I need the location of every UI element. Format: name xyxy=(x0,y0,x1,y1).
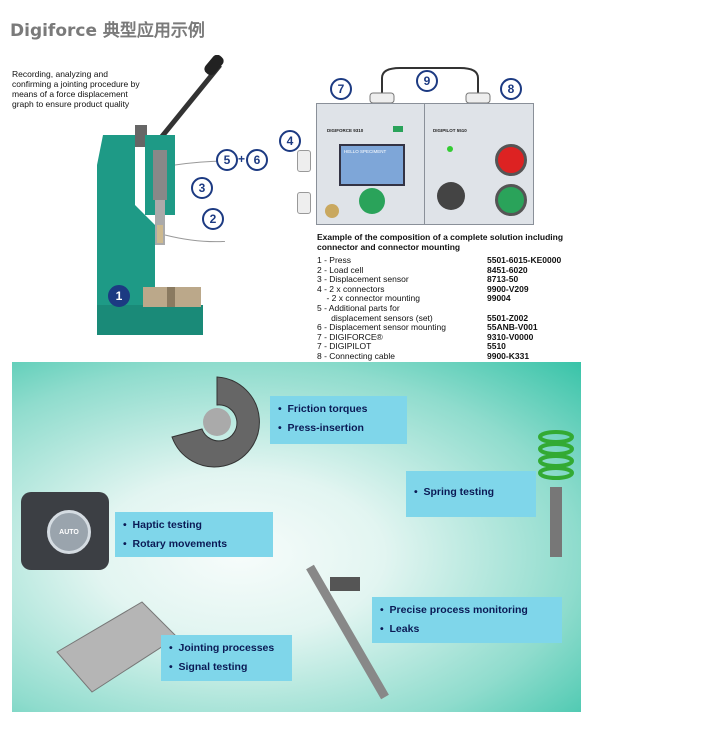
part-desc: 7 - DIGIFORCE® xyxy=(317,331,383,342)
precise-box: Precise process monitoring Leaks xyxy=(372,597,562,643)
callout-6: 6 xyxy=(246,149,268,171)
parts-row: 8 - Connecting cable 9900-K331 xyxy=(317,350,577,362)
callout-1: 1 xyxy=(108,285,130,307)
part-code: 8451-6020 xyxy=(487,264,528,275)
part-desc: displacement sensors (set) xyxy=(317,312,433,323)
part-code: 9310-V0000 xyxy=(487,331,534,342)
knob-panel-illustration: AUTO xyxy=(21,492,109,570)
jointing-item: Jointing processes xyxy=(169,639,284,658)
parts-row: displacement sensors (set) 5501-Z002 xyxy=(317,312,577,324)
connector-icon xyxy=(297,192,311,214)
callout-4: 4 xyxy=(279,130,301,152)
stop-button-icon xyxy=(495,144,527,176)
led-icon xyxy=(447,146,453,152)
part-code: 55ANB-V001 xyxy=(487,322,538,333)
part-desc: 5 - Additional parts for xyxy=(317,302,400,313)
friction-box: Friction torques Press-insertion xyxy=(270,396,407,444)
part-desc: 3 - Displacement sensor xyxy=(317,274,409,285)
callout-9: 9 xyxy=(416,70,438,92)
injector-illustration xyxy=(306,564,389,700)
digiforce-unit: DIGIFORCE 9310 HELLO SPECIMENT xyxy=(316,103,426,225)
callout-plus: + xyxy=(238,152,246,166)
parts-list: 1 - Press 5501-6015-KE0000 2 - Load cell 8… xyxy=(317,255,577,362)
digipilot-label: DIGIPILOT 5510 xyxy=(433,128,467,133)
clutch-illustration xyxy=(171,376,260,468)
dpad-icon xyxy=(359,188,385,214)
part-code: 8713-50 xyxy=(487,274,519,285)
part-desc: - 2 x connector mounting xyxy=(317,293,420,304)
part-code: 9900-K331 xyxy=(487,350,530,361)
socket-icon xyxy=(437,182,465,210)
rotary-item: Rotary movements xyxy=(123,535,265,554)
parts-row: 5 - Additional parts for xyxy=(317,302,577,314)
haptic-item: Haptic testing xyxy=(123,516,265,535)
callout-2: 2 xyxy=(202,208,224,230)
applications-panel: AUTO Friction torques Press-insertion Sp… xyxy=(12,362,581,712)
solution-heading: Example of the composition of a complete… xyxy=(317,232,564,252)
page-title: Digiforce 典型应用示例 xyxy=(10,21,205,41)
display-screen: HELLO SPECIMENT xyxy=(339,144,405,186)
part-code: 5501-Z002 xyxy=(487,312,529,323)
parts-row: 3 - Displacement sensor 8713-50 xyxy=(317,275,577,285)
part-desc: 6 - Displacement sensor mounting xyxy=(317,322,446,333)
part-desc: 7 - DIGIPILOT xyxy=(317,341,372,352)
jointing-box: Jointing processes Signal testing xyxy=(161,635,292,681)
knob-icon xyxy=(325,204,339,218)
precise-item: Precise process monitoring xyxy=(380,601,554,620)
signal-item: Signal testing xyxy=(169,658,284,677)
spring-box: Spring testing xyxy=(406,471,536,517)
spring-strut-illustration xyxy=(538,430,574,557)
parts-row: 7 - DIGIFORCE® 9310-V0000 xyxy=(317,331,577,343)
callout-7: 7 xyxy=(330,78,352,100)
part-code: 9900-V209 xyxy=(487,283,529,294)
part-code: 5510 xyxy=(487,341,506,352)
connector-icon xyxy=(297,150,311,172)
screen-text: HELLO SPECIMENT xyxy=(344,149,387,154)
callout-8: 8 xyxy=(500,78,522,100)
parts-row: 6 - Displacement sensor mounting 55ANB-V0… xyxy=(317,323,577,333)
part-desc: 1 - Press xyxy=(317,255,352,265)
digipilot-unit: DIGIPILOT 5510 xyxy=(424,103,534,225)
haptic-box: Haptic testing Rotary movements xyxy=(115,512,273,557)
parts-row: 4 - 2 x connectors 9900-V209 xyxy=(317,283,577,295)
friction-item: Friction torques xyxy=(278,400,399,419)
knob-label: AUTO xyxy=(47,510,91,554)
indicator-icon xyxy=(393,126,403,132)
part-desc: 8 - Connecting cable xyxy=(317,350,395,361)
parts-row: 2 - Load cell 8451-6020 xyxy=(317,264,577,276)
part-desc: 4 - 2 x connectors xyxy=(317,283,385,294)
leaks-item: Leaks xyxy=(380,620,554,639)
part-desc: 2 - Load cell xyxy=(317,264,364,275)
spring-item: Spring testing xyxy=(414,483,528,502)
parts-row: 7 - DIGIPILOT 5510 xyxy=(317,342,577,352)
part-code: 99004 xyxy=(487,293,511,304)
part-code: 5501-6015-KE0000 xyxy=(487,255,562,265)
callout-5: 5 xyxy=(216,149,238,171)
parts-row: - 2 x connector mounting 99004 xyxy=(317,294,577,304)
callout-3: 3 xyxy=(191,177,213,199)
description-text: Recording, analyzing and confirming a jo… xyxy=(12,69,140,109)
start-button-icon xyxy=(495,184,527,216)
digiforce-label: DIGIFORCE 9310 xyxy=(327,128,364,133)
press-insertion-item: Press-insertion xyxy=(278,419,399,438)
parts-row: 1 - Press 5501-6015-KE0000 xyxy=(317,255,577,266)
